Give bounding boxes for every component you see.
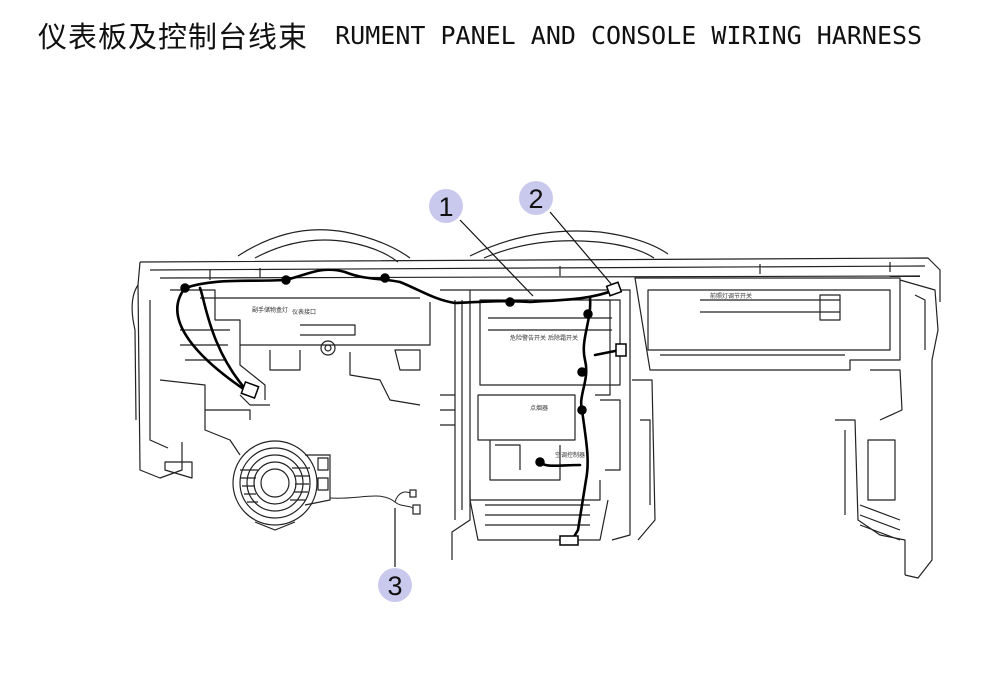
- callout-2-label: 2: [528, 184, 543, 214]
- label-hazard-switch: 危险警告开关: [510, 334, 546, 342]
- callout-3: 3: [378, 568, 412, 602]
- connector-console-bottom: [559, 535, 579, 546]
- label-lighter: 点烟器: [530, 404, 548, 412]
- instrument-panel-outline: [131, 229, 941, 579]
- label-ac-controller: 空调控制器: [555, 451, 585, 459]
- connector-top-right: [605, 281, 623, 297]
- clip-left: [180, 283, 190, 293]
- callout-1-circle: [429, 189, 463, 223]
- label-glovebox-lamp: 副手储物盒灯: [252, 306, 288, 314]
- title-english: RUMENT PANEL AND CONSOLE WIRING HARNESS: [335, 20, 923, 50]
- clip-console-mid: [577, 367, 587, 377]
- clip-center-left: [380, 273, 390, 283]
- title-chinese: 仪表板及控制台线束: [38, 20, 309, 54]
- callout-3-label: 3: [387, 571, 402, 601]
- clock-spring-assembly: [232, 440, 421, 531]
- connector-center-switch: [615, 343, 627, 357]
- label-headlamp-leveling-switch: 前照灯调节开关: [710, 292, 752, 300]
- callout-1: 1: [429, 189, 463, 223]
- clip-console-lower: [577, 405, 587, 415]
- connector-left-lower: [240, 381, 260, 399]
- callout-2-circle: [519, 181, 553, 215]
- clip-ac: [535, 457, 545, 467]
- callout-1-label: 1: [438, 192, 453, 222]
- page-title: 仪表板及控制台线束 RUMENT PANEL AND CONSOLE WIRIN…: [38, 14, 988, 58]
- harness-connectors: [180, 273, 627, 546]
- clip-center: [505, 297, 515, 307]
- label-cluster-connector: 仪表接口: [292, 308, 316, 316]
- callout-2: 2: [519, 181, 553, 215]
- clip-left-2: [281, 275, 291, 285]
- leader-1: [459, 219, 534, 297]
- part-labels: 副手储物盒灯 仪表接口 危险警告开关 后除霜开关 点烟器 空调控制器 前照灯调节…: [252, 292, 752, 459]
- leader-2: [549, 211, 613, 286]
- callout-leaders: [394, 211, 613, 567]
- label-rear-defrost-switch: 后除霜开关: [548, 334, 578, 342]
- clip-console-top: [583, 309, 593, 319]
- callout-3-circle: [378, 568, 412, 602]
